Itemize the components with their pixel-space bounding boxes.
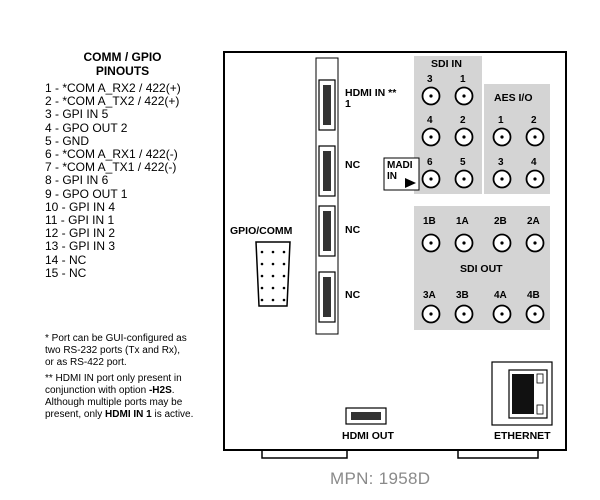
hdmi-out-port-fill	[351, 412, 381, 420]
pinouts-title-line1: COMM / GPIO	[83, 50, 162, 64]
aes-io-title: AES I/O	[494, 92, 533, 104]
sdi-out-port-number: 4A	[494, 290, 507, 301]
sdi-out-port-number: 1B	[423, 216, 436, 227]
pinout-item: 7 - *COM A_TX1 / 422(-)	[45, 160, 177, 175]
pinout-item: 12 - GPI IN 2	[45, 226, 116, 241]
note-text: conjunction with option	[45, 385, 149, 396]
note-line: or as RS-422 port.	[45, 357, 127, 368]
nc-label: NC	[345, 289, 361, 301]
sdi-out-port-number: 3B	[456, 290, 469, 301]
note-com-port: * Port can be GUI-configured as two RS-2…	[45, 333, 235, 369]
sdi-in-region	[414, 56, 482, 194]
pinout-item: 4 - GPO OUT 2	[45, 120, 128, 135]
hdmi-in-slot-fill	[323, 85, 331, 125]
aes-port-number: 1	[498, 115, 504, 126]
madi-in-callout	[383, 157, 420, 191]
pinout-item: 13 - GPI IN 3	[45, 239, 116, 254]
sdi-in-port-number: 3	[427, 74, 433, 85]
ethernet-jack	[512, 374, 534, 414]
pinout-list: 1 - *COM A_RX2 / 422(+) 2 - *COM A_TX2 /…	[45, 81, 181, 280]
sdi-out-port-number: 2B	[494, 216, 507, 227]
sdi-out-port-number: 1A	[456, 216, 469, 227]
pinout-item: 14 - NC	[45, 252, 87, 267]
pinout-item: 3 - GPI IN 5	[45, 107, 109, 122]
db15-pins	[260, 250, 286, 302]
madi-in-label-line2: IN	[387, 171, 397, 182]
sdi-in-port-number: 4	[427, 115, 433, 126]
nc-label: NC	[345, 159, 361, 171]
pinout-item: 6 - *COM A_RX1 / 422(-)	[45, 147, 178, 162]
gpio-comm-label: GPIO/COMM	[230, 225, 293, 237]
ethernet-led-icon	[536, 404, 544, 415]
madi-in-label: MADI IN	[387, 160, 413, 182]
pinout-item: 9 - GPO OUT 1	[45, 186, 128, 201]
hdmi-in-label-line1: HDMI IN **	[345, 87, 397, 99]
pinouts-title: COMM / GPIO PINOUTS	[45, 50, 200, 78]
sdi-in-port-number: 2	[460, 115, 466, 126]
model-part-number: MPN: 1958D	[330, 469, 431, 488]
hdmi-in-label: HDMI IN ** 1	[345, 88, 396, 110]
sdi-out-port-number: 2A	[527, 216, 540, 227]
ethernet-led-icon	[536, 373, 544, 384]
nc-slot-fill	[323, 151, 331, 191]
hdmi-in-label-line2: 1	[345, 98, 351, 110]
nc-slot-fill	[323, 277, 331, 317]
panel-foot-left	[261, 450, 348, 459]
bnc-center-pins	[429, 94, 537, 316]
pinout-item: 1 - *COM A_RX2 / 422(+)	[45, 81, 181, 95]
note-text: .	[171, 385, 175, 396]
sdi-in-port-number: 1	[460, 74, 466, 85]
madi-in-label-line1: MADI	[387, 160, 413, 171]
note-text: present, only	[45, 409, 106, 420]
note-line: * Port can be GUI-configured as	[45, 333, 187, 344]
note-line: ** HDMI IN port only present in	[45, 373, 182, 384]
pinout-item: 8 - GPI IN 6	[45, 173, 109, 188]
note-port-name: HDMI IN 1	[105, 409, 152, 420]
pinout-item: 5 - GND	[45, 133, 90, 148]
sdi-in-title: SDI IN	[431, 58, 462, 70]
panel-foot-right	[457, 450, 539, 459]
note-line: two RS-232 ports (Tx and Rx),	[45, 345, 181, 356]
note-line: present, only HDMI IN 1 is active.	[45, 409, 235, 421]
sdi-out-port-number: 4B	[527, 290, 540, 301]
pinout-item: 15 - NC	[45, 265, 87, 280]
aes-port-number: 2	[531, 115, 537, 126]
pinout-item: 10 - GPI IN 4	[45, 199, 116, 214]
ethernet-label: ETHERNET	[494, 430, 551, 442]
aes-port-number: 4	[531, 157, 537, 168]
note-hdmi-in: ** HDMI IN port only present in conjunct…	[45, 373, 235, 421]
pinouts-title-line2: PINOUTS	[95, 64, 150, 78]
pinout-item: 11 - GPI IN 1	[45, 213, 115, 228]
note-text: is active.	[151, 409, 194, 420]
note-line: conjunction with option -H2S.	[45, 385, 235, 397]
aes-port-number: 3	[498, 157, 504, 168]
db15-connector	[255, 241, 291, 307]
sdi-out-port-number: 3A	[423, 290, 436, 301]
madi-arrow-icon	[405, 178, 416, 188]
sdi-out-title: SDI OUT	[460, 263, 503, 275]
note-option-code: -H2S	[148, 385, 172, 396]
hdmi-out-label: HDMI OUT	[342, 430, 394, 442]
note-line: Although multiple ports may be	[45, 397, 183, 408]
nc-slot-fill	[323, 211, 331, 251]
pinout-item: 2 - *COM A_TX2 / 422(+)	[45, 94, 180, 109]
nc-label: NC	[345, 224, 361, 236]
sdi-in-port-number: 6	[427, 157, 433, 168]
sdi-in-port-number: 5	[460, 157, 466, 168]
